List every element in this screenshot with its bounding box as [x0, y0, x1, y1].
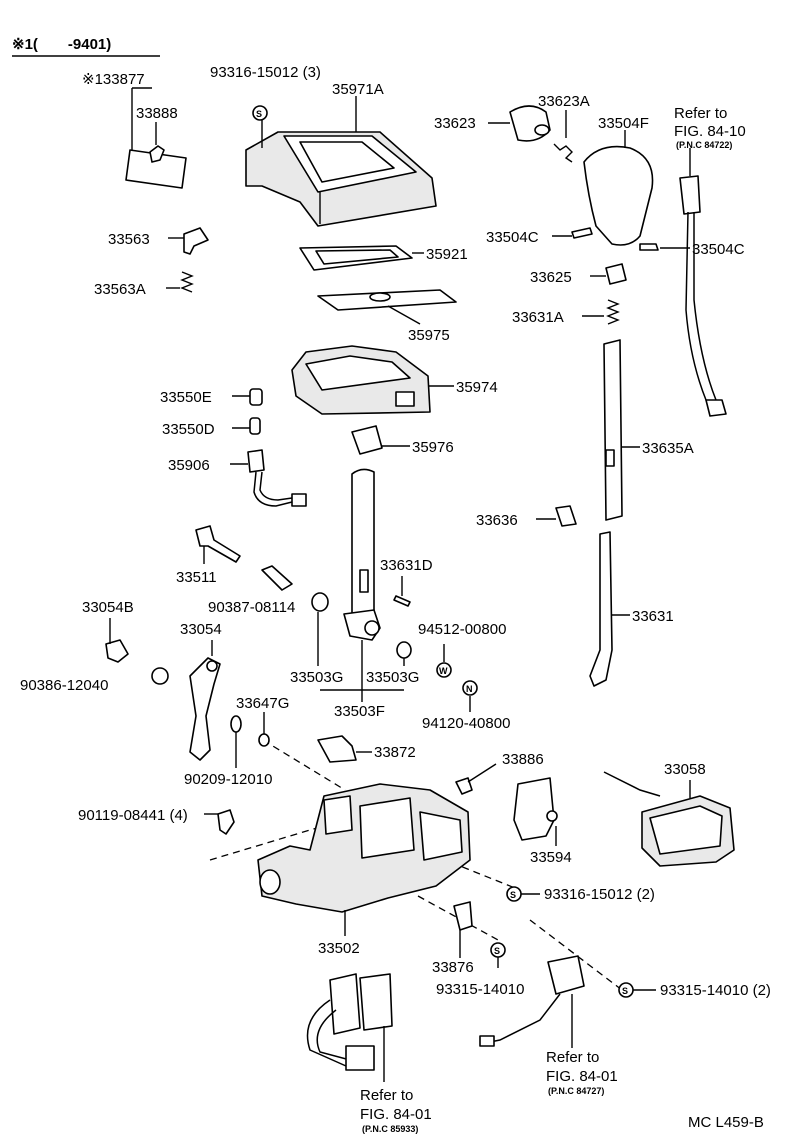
svg-text:W: W	[439, 666, 448, 676]
label-33625: 33625	[530, 269, 572, 286]
label-93315-14010: 93315-14010	[436, 981, 524, 998]
plate-33877	[125, 87, 187, 189]
svg-text:S: S	[494, 946, 500, 956]
label-35974: 35974	[456, 379, 498, 396]
gasket-35921	[299, 245, 424, 271]
label-35971A: 35971A	[332, 81, 384, 98]
label-35975: 35975	[408, 327, 450, 344]
part-33625	[582, 263, 627, 325]
label-33623: 33623	[434, 115, 476, 132]
housing-35974	[291, 345, 454, 415]
connector-85933	[306, 973, 393, 1082]
svg-text:Refer to: Refer to	[546, 1049, 599, 1066]
slide-plate-35975	[317, 289, 457, 325]
lever-33054	[105, 618, 242, 768]
shift-knob-33504F	[488, 105, 690, 251]
label-33631: 33631	[632, 608, 674, 625]
svg-text:FIG. 84-10: FIG. 84-10	[674, 123, 746, 140]
n-marker: N	[462, 680, 478, 696]
label-33876: 33876	[432, 959, 474, 976]
s-marker-3: S	[490, 942, 506, 958]
label-33511: 33511	[176, 569, 217, 586]
switch-33872	[258, 712, 372, 763]
unit-33058	[603, 771, 735, 867]
clip-33636	[536, 505, 577, 527]
label-33504C-left: 33504C	[486, 229, 539, 246]
label-93316-15012-2: 93316-15012 (2)	[544, 886, 655, 903]
label-33631A: 33631A	[512, 309, 564, 326]
label-90387-08114: 90387-08114	[208, 599, 295, 616]
svg-text:(P.N.C 85933): (P.N.C 85933)	[362, 1124, 418, 1134]
label-33872: 33872	[374, 744, 416, 761]
label-33504C-right: 33504C	[692, 241, 745, 258]
washers-33503G	[311, 592, 412, 702]
label-33888: 33888	[136, 105, 178, 122]
label-33636: 33636	[476, 512, 518, 529]
label-94120-40800: 94120-40800	[422, 715, 510, 732]
bracket-33594	[455, 763, 558, 846]
rod-33635A	[603, 339, 640, 521]
svg-text:Refer to: Refer to	[360, 1087, 413, 1104]
bezel-35971A	[245, 96, 437, 227]
label-33503F: 33503F	[334, 703, 385, 720]
label-33877: ※133877	[82, 71, 145, 88]
label-33054: 33054	[180, 621, 222, 638]
ref-note-85933: Refer to FIG. 84-01 (P.N.C 85933)	[360, 1087, 432, 1134]
label-93316-15012-3: 93316-15012 (3)	[210, 64, 321, 81]
label-33503G-right: 33503G	[366, 669, 419, 686]
s-marker-1: S	[252, 105, 268, 121]
label-90386-12040: 90386-12040	[20, 677, 108, 694]
switch-84722	[679, 148, 727, 417]
w-marker: W	[436, 662, 452, 678]
label-33058: 33058	[664, 761, 706, 778]
label-90209-12010: 90209-12010	[184, 771, 272, 788]
label-93315-14010-2: 93315-14010 (2)	[660, 982, 771, 999]
label-33054B: 33054B	[82, 599, 134, 616]
label-35976: 35976	[412, 439, 454, 456]
svg-text:N: N	[466, 684, 473, 694]
base-33502	[257, 783, 471, 936]
svg-text:Refer to: Refer to	[674, 105, 727, 122]
svg-text:S: S	[256, 109, 262, 119]
connector-33876	[453, 901, 585, 1048]
label-33502: 33502	[318, 940, 360, 957]
bulb-parts	[230, 388, 307, 507]
label-33623A: 33623A	[538, 93, 590, 110]
label-35921: 35921	[426, 246, 468, 263]
label-35906: 35906	[168, 457, 210, 474]
label-94512-00800: 94512-00800	[418, 621, 506, 638]
label-33635A: 33635A	[642, 440, 694, 457]
s-marker-4: S	[618, 982, 634, 998]
svg-text:FIG. 84-01: FIG. 84-01	[546, 1068, 618, 1085]
shift-lever-33503F	[343, 425, 410, 641]
part-33563	[166, 227, 209, 293]
bolt-33511	[195, 525, 411, 607]
header-note: ※1( -9401)	[12, 36, 111, 53]
svg-text:FIG. 84-01: FIG. 84-01	[360, 1106, 432, 1123]
ref-note-84722: Refer to FIG. 84-10 (P.N.C 84722)	[674, 105, 746, 150]
s-marker-2: S	[506, 886, 522, 902]
footer-code: MC L459-B	[688, 1114, 764, 1131]
label-33563: 33563	[108, 231, 150, 248]
label-33886: 33886	[502, 751, 544, 768]
label-33631D: 33631D	[380, 557, 433, 574]
svg-text:(P.N.C 84722): (P.N.C 84722)	[676, 140, 732, 150]
label-33563A: 33563A	[94, 281, 146, 298]
label-33647G: 33647G	[236, 695, 289, 712]
bolt-90119	[204, 809, 235, 835]
ref-note-84727: Refer to FIG. 84-01 (P.N.C 84727)	[546, 1049, 618, 1096]
svg-text:S: S	[622, 986, 628, 996]
label-33503G-left: 33503G	[290, 669, 343, 686]
label-33594: 33594	[530, 849, 572, 866]
label-90119-08441-4: 90119-08441 (4)	[78, 807, 188, 824]
svg-text:S: S	[510, 890, 516, 900]
rod-33631	[589, 531, 630, 687]
label-33504F: 33504F	[598, 115, 649, 132]
svg-text:(P.N.C 84727): (P.N.C 84727)	[548, 1086, 604, 1096]
label-33550D: 33550D	[162, 421, 215, 438]
label-33550E: 33550E	[160, 389, 212, 406]
